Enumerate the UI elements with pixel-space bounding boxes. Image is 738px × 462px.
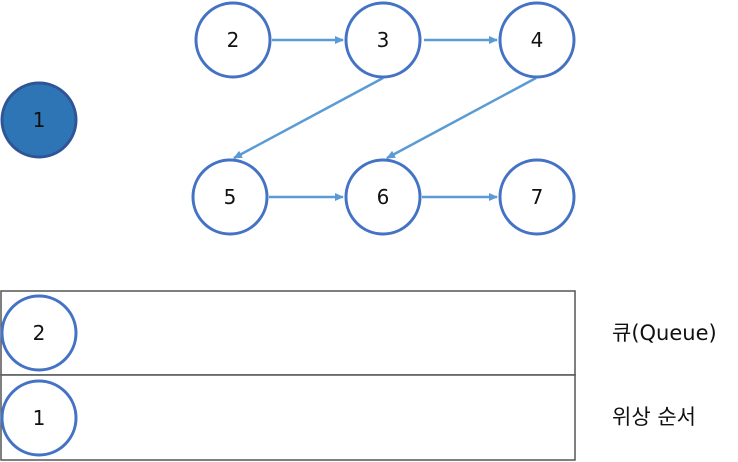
graph-node-7: 7 [498, 158, 576, 236]
graph-node-4: 4 [498, 1, 576, 79]
queue-label: 큐(Queue) [612, 321, 717, 345]
graph-node-5: 5 [191, 158, 269, 236]
topological-order-item-label: 1 [33, 406, 46, 430]
topological-order-label: 위상 순서 [612, 405, 696, 429]
queue-box [0, 290, 576, 376]
node-5-label: 5 [224, 185, 237, 209]
node-7-label: 7 [531, 185, 544, 209]
node-2-label: 2 [227, 28, 240, 52]
topological-order-box [0, 374, 576, 461]
node-3-label: 3 [377, 28, 390, 52]
queue-item-label: 2 [33, 321, 46, 345]
graph-node-1-highlighted: 1 [0, 81, 78, 159]
node-1-label: 1 [33, 108, 46, 132]
graph-node-6: 6 [344, 158, 422, 236]
topological-order-row: 1 위상 순서 [0, 374, 696, 461]
node-4-label: 4 [531, 28, 544, 52]
topological-order-item: 1 [0, 379, 78, 457]
node-6-label: 6 [377, 185, 390, 209]
graph-node-2: 2 [194, 1, 272, 79]
graph-edges [233, 36, 537, 201]
edge-3-5 [233, 76, 384, 160]
edge-4-6 [386, 76, 537, 160]
queue-row: 2 큐(Queue) [0, 290, 717, 376]
queue-item: 2 [0, 294, 78, 372]
graph-node-3: 3 [344, 1, 422, 79]
